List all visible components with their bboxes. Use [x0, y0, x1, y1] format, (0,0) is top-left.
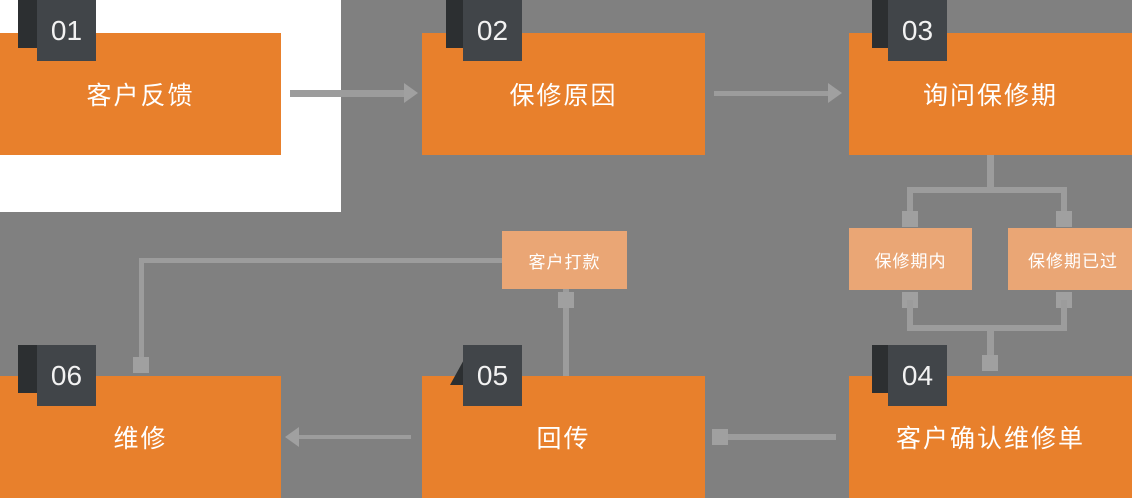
- step-label-01: 客户反馈: [86, 82, 195, 110]
- badge-01: 01: [37, 0, 96, 61]
- condition-box-customer-payment[interactable]: 客户打款: [502, 231, 627, 289]
- step-label-06: 维修: [113, 425, 168, 453]
- condition-box-warranty-out[interactable]: 保修期已过: [1008, 228, 1132, 290]
- connector-05-to-06: [299, 435, 411, 439]
- connector-payment-to-06-horizontal: [139, 258, 502, 263]
- connector-04-to-05: [718, 434, 836, 440]
- connector-cap-04-to-05: [712, 429, 728, 445]
- step-label-04: 客户确认维修单: [895, 425, 1085, 453]
- connector-merge-right-drop: [1061, 300, 1067, 329]
- arrowhead-01-to-02: [404, 83, 418, 103]
- condition-box-warranty-in[interactable]: 保修期内: [849, 228, 972, 290]
- connector-02-to-03: [714, 91, 831, 96]
- badge-number-04: 04: [901, 359, 934, 391]
- connector-cap-warranty-in-top: [902, 211, 918, 227]
- badge-04: 04: [888, 345, 947, 406]
- condition-label-customer-payment: 客户打款: [528, 252, 601, 272]
- step-label-02: 保修原因: [509, 82, 618, 110]
- badge-number-02: 02: [476, 14, 509, 46]
- step-label-05: 回传: [536, 425, 591, 453]
- connector-cap-step-04-top: [982, 355, 998, 371]
- connector-cap-warranty-out-top: [1056, 211, 1072, 227]
- badge-number-03: 03: [901, 14, 934, 46]
- badge-number-05: 05: [476, 359, 509, 391]
- badge-03: 03: [888, 0, 947, 61]
- arrowhead-02-to-03: [828, 83, 842, 103]
- connector-03-branch-stem: [987, 155, 994, 190]
- connector-cap-step-06-top: [133, 357, 149, 373]
- badge-number-01: 01: [50, 14, 83, 46]
- badge-06: 06: [37, 345, 96, 406]
- connector-merge-stem-to-04: [987, 325, 994, 362]
- badge-number-06: 06: [50, 359, 83, 391]
- arrowhead-05-to-06: [285, 427, 299, 447]
- badge-02: 02: [463, 0, 522, 61]
- condition-label-warranty-in: 保修期内: [874, 251, 947, 271]
- connector-01-to-02: [290, 90, 410, 97]
- connector-03-branch-left-drop: [907, 187, 913, 215]
- condition-label-warranty-out: 保修期已过: [1028, 251, 1118, 271]
- connector-payment-to-06-vertical: [139, 258, 144, 363]
- connector-cap-payment-bottom: [558, 292, 574, 308]
- connector-03-branch-right-drop: [1061, 187, 1067, 215]
- connector-03-branch-horizontal: [907, 187, 1067, 193]
- connector-payment-to-05: [563, 289, 569, 376]
- badge-05: 05: [463, 345, 522, 406]
- connector-merge-left-drop: [907, 300, 913, 329]
- step-label-03: 询问保修期: [922, 82, 1058, 110]
